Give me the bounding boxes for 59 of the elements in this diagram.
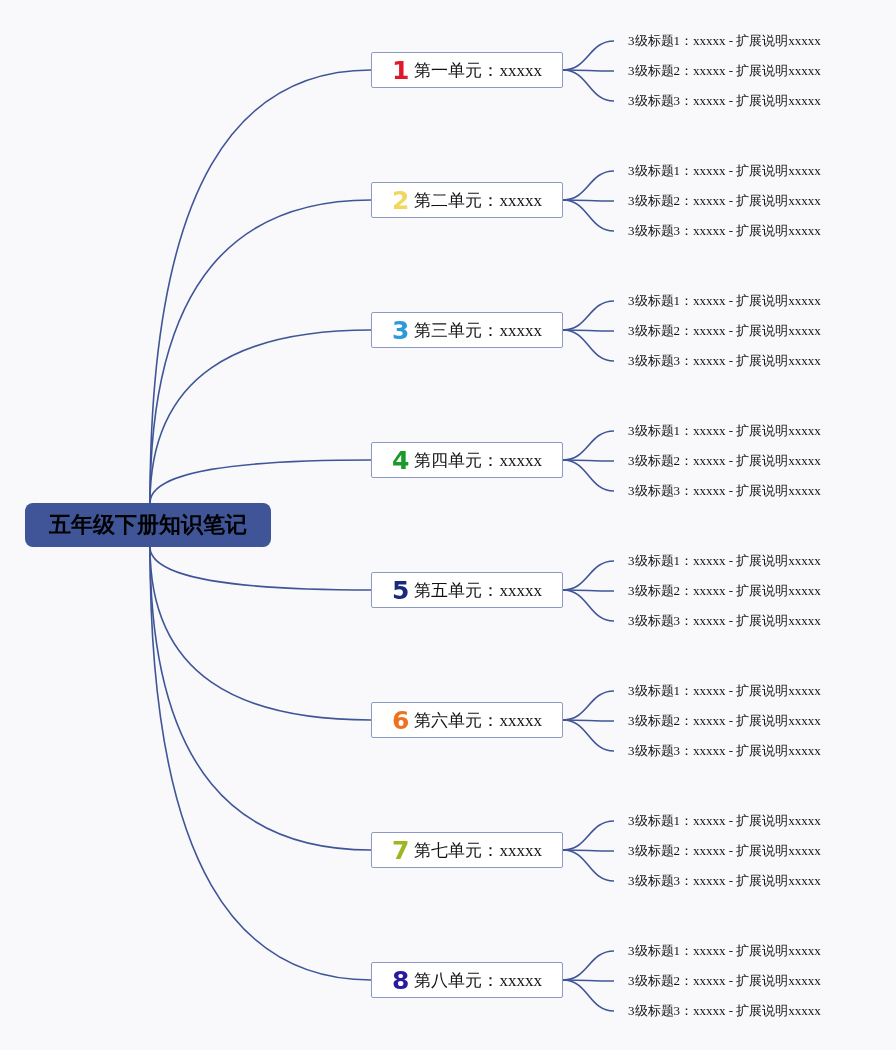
unit-number: 1 (392, 55, 410, 85)
subtopic-text: 3级标题3：xxxxx - 扩展说明xxxxx (628, 222, 821, 240)
subtopic-text: 3级标题1：xxxxx - 扩展说明xxxxx (628, 552, 821, 570)
connector-line (562, 69, 615, 102)
subtopic-text: 3级标题3：xxxxx - 扩展说明xxxxx (628, 352, 821, 370)
subtopic-text: 3级标题3：xxxxx - 扩展说明xxxxx (628, 482, 821, 500)
unit-number: 7 (392, 835, 410, 865)
unit-title: 第六单元：xxxxx (414, 709, 542, 732)
unit-number: 8 (392, 965, 410, 995)
subtopic-text: 3级标题1：xxxxx - 扩展说明xxxxx (628, 292, 821, 310)
subtopic-text: 3级标题1：xxxxx - 扩展说明xxxxx (628, 162, 821, 180)
subtopic-text: 3级标题2：xxxxx - 扩展说明xxxxx (628, 62, 821, 80)
unit-topic-box (371, 962, 563, 998)
subtopic-text: 3级标题1：xxxxx - 扩展说明xxxxx (628, 812, 821, 830)
unit-title: 第二单元：xxxxx (414, 189, 542, 212)
subtopic-text: 3级标题2：xxxxx - 扩展说明xxxxx (628, 452, 821, 470)
unit-number: 4 (392, 445, 410, 475)
unit-topic-box (371, 52, 563, 88)
unit-topic-box (371, 832, 563, 868)
unit-number: 6 (392, 705, 410, 735)
connector-line (562, 589, 615, 622)
subtopic-text: 3级标题2：xxxxx - 扩展说明xxxxx (628, 972, 821, 990)
unit-topic-box (371, 442, 563, 478)
unit-topic-box (371, 702, 563, 738)
connector-line (562, 719, 615, 752)
unit-number: 5 (392, 575, 410, 605)
subtopic-text: 3级标题3：xxxxx - 扩展说明xxxxx (628, 92, 821, 110)
unit-number: 2 (392, 185, 410, 215)
connector-line (562, 199, 615, 232)
subtopic-text: 3级标题2：xxxxx - 扩展说明xxxxx (628, 192, 821, 210)
subtopic-text: 3级标题3：xxxxx - 扩展说明xxxxx (628, 742, 821, 760)
unit-title: 第五单元：xxxxx (414, 579, 542, 602)
subtopic-text: 3级标题1：xxxxx - 扩展说明xxxxx (628, 942, 821, 960)
root-topic-box (25, 503, 271, 547)
unit-topic-box (371, 312, 563, 348)
unit-title: 第四单元：xxxxx (414, 449, 542, 472)
connector-line (562, 459, 615, 492)
unit-number: 3 (392, 315, 410, 345)
unit-title: 第三单元：xxxxx (414, 319, 542, 342)
subtopic-text: 3级标题1：xxxxx - 扩展说明xxxxx (628, 32, 821, 50)
subtopic-text: 3级标题3：xxxxx - 扩展说明xxxxx (628, 612, 821, 630)
subtopic-text: 3级标题2：xxxxx - 扩展说明xxxxx (628, 582, 821, 600)
connector-line (562, 979, 615, 1012)
unit-topic-box (371, 182, 563, 218)
subtopic-text: 3级标题2：xxxxx - 扩展说明xxxxx (628, 322, 821, 340)
subtopic-text: 3级标题3：xxxxx - 扩展说明xxxxx (628, 872, 821, 890)
unit-topic-box (371, 572, 563, 608)
topic-title: 五年级下册知识笔记 (49, 511, 247, 539)
unit-title: 第七单元：xxxxx (414, 839, 542, 862)
unit-title: 第八单元：xxxxx (414, 969, 542, 992)
subtopic-text: 3级标题2：xxxxx - 扩展说明xxxxx (628, 842, 821, 860)
connector-line (562, 329, 615, 362)
subtopic-text: 3级标题1：xxxxx - 扩展说明xxxxx (628, 422, 821, 440)
subtopic-text: 3级标题1：xxxxx - 扩展说明xxxxx (628, 682, 821, 700)
subtopic-text: 3级标题3：xxxxx - 扩展说明xxxxx (628, 1002, 821, 1020)
connector-line (562, 849, 615, 882)
connector-line (149, 459, 372, 504)
subtopic-text: 3级标题2：xxxxx - 扩展说明xxxxx (628, 712, 821, 730)
unit-title: 第一单元：xxxxx (414, 59, 542, 82)
